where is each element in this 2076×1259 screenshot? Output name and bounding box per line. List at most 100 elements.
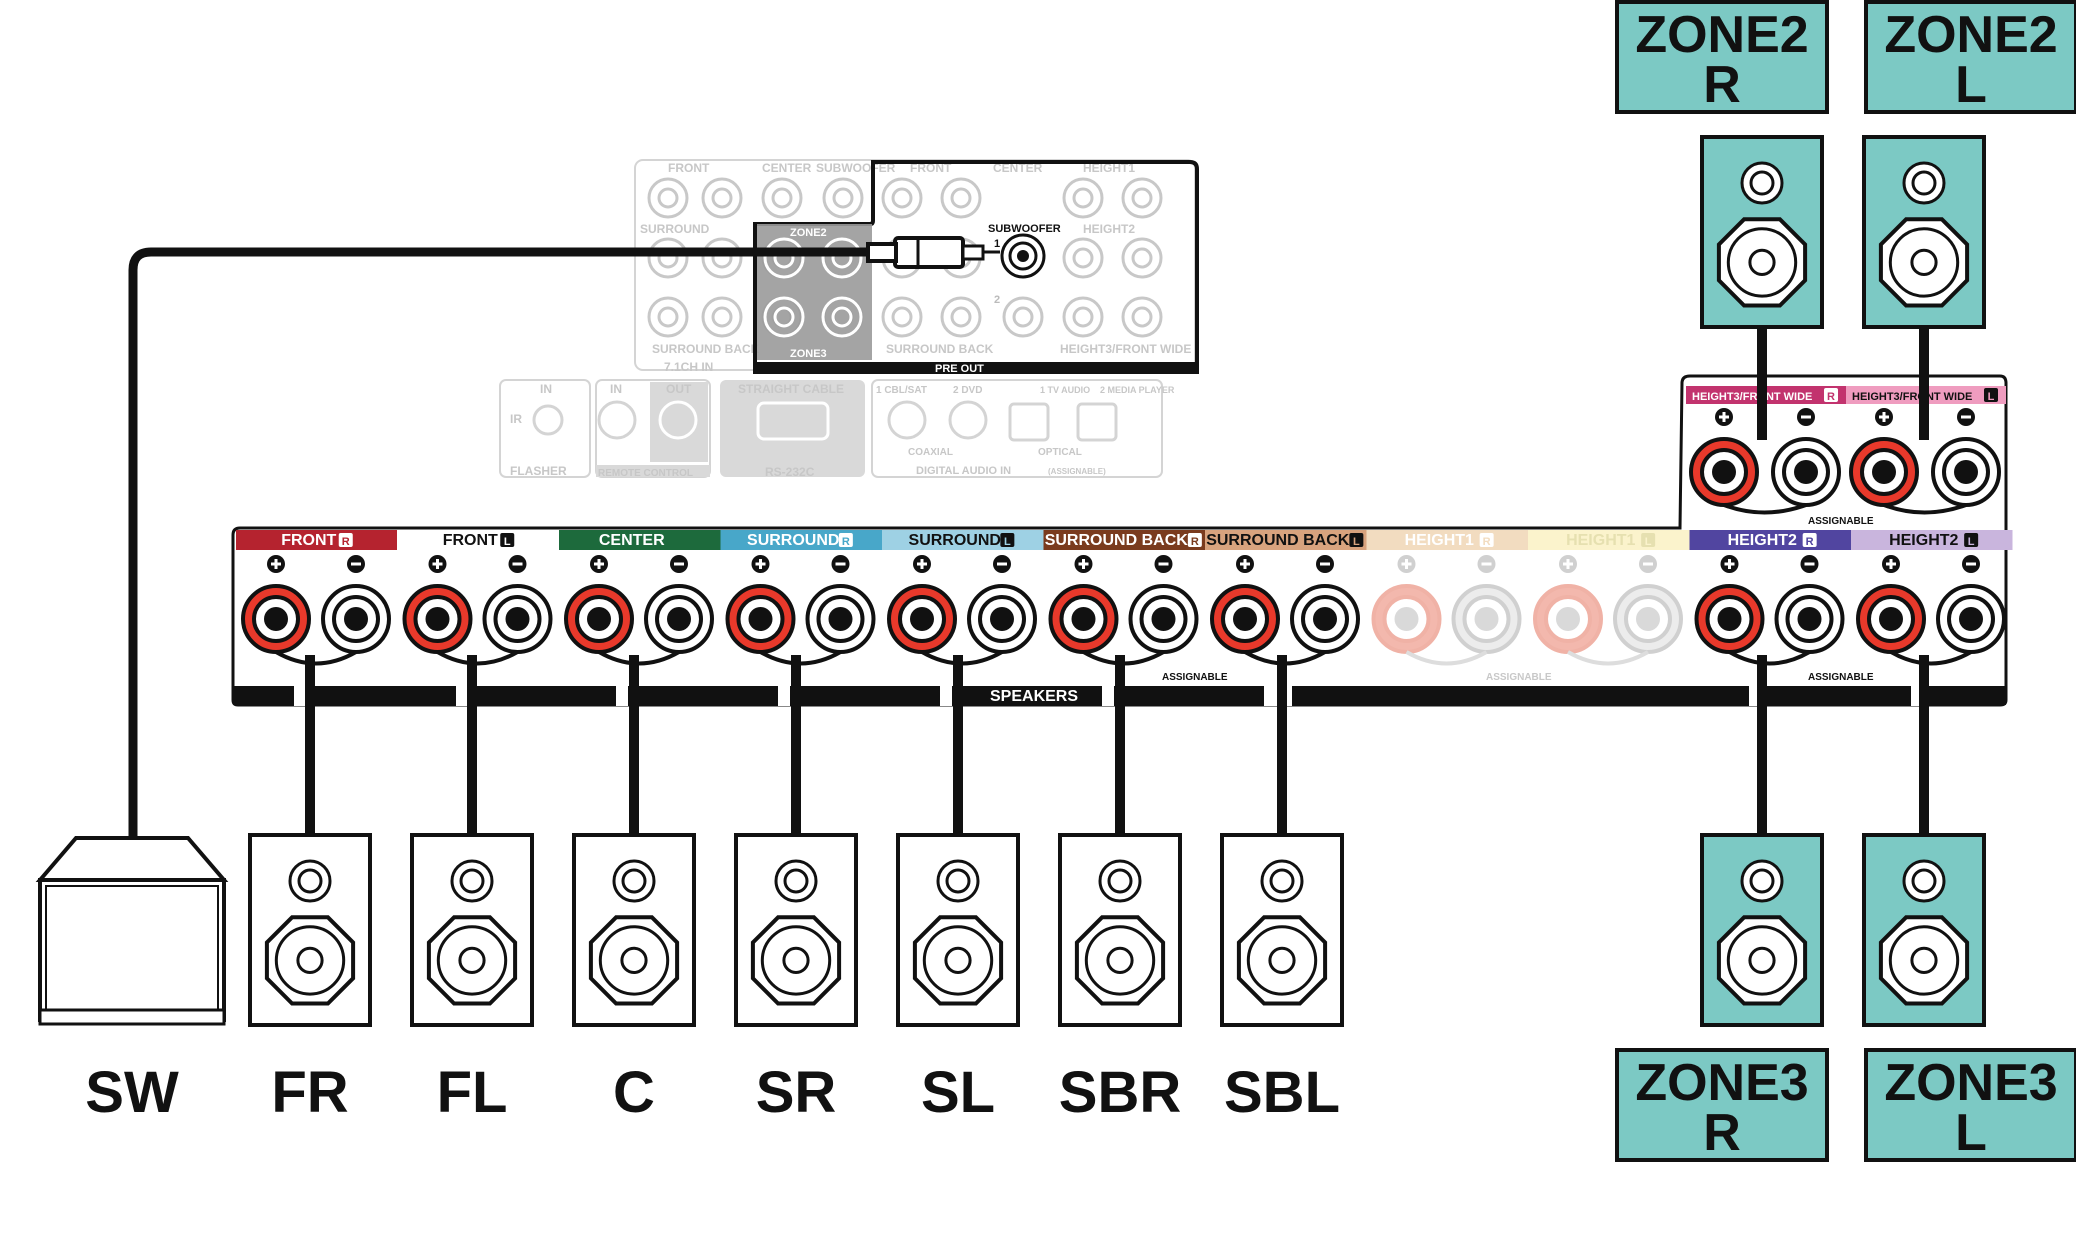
speaker-fr <box>248 833 372 1027</box>
faint-rca-jack-inner <box>832 187 854 209</box>
side-badge <box>500 533 515 547</box>
zone2-wire <box>1919 325 1929 440</box>
subwoofer-top <box>35 836 229 882</box>
positive-terminal[interactable] <box>1210 584 1280 654</box>
polarity-vbar <box>597 559 601 569</box>
faint-rca-jack <box>1002 296 1044 338</box>
side-badge <box>1802 533 1817 547</box>
terminal-core <box>1954 460 1978 484</box>
speaker-sbr <box>1058 833 1182 1027</box>
positive-terminal[interactable] <box>1856 584 1926 654</box>
faint-rca-jack <box>1121 237 1163 279</box>
positive-terminal[interactable] <box>1694 584 1765 654</box>
faint-coaxial-label: COAXIAL <box>908 447 953 458</box>
faint-rc-in-label: IN <box>610 382 622 396</box>
terminal-core <box>1797 607 1822 631</box>
terminal-bridge <box>1723 503 1807 515</box>
polarity-bar <box>1966 562 1976 566</box>
polarity-bar <box>1320 562 1330 566</box>
faint-rca-jack-inner <box>771 187 793 209</box>
side-badge <box>1964 533 1979 547</box>
positive-terminal[interactable] <box>1849 437 1919 507</box>
polarity-vbar <box>1243 559 1247 569</box>
positive-terminal[interactable] <box>725 584 796 654</box>
faint-dvd-label: 2 DVD <box>953 385 982 396</box>
polarity-bar <box>835 562 846 566</box>
terminal-core <box>505 607 530 631</box>
terminal-band <box>559 530 721 550</box>
terminal-band <box>1205 530 1367 550</box>
faint-rca-jack-inner <box>1131 247 1153 269</box>
zone-label-box <box>1615 0 1829 114</box>
positive-terminal[interactable] <box>1048 584 1119 654</box>
terminal-bridge <box>1728 650 1811 666</box>
speaker-c <box>572 833 696 1027</box>
faint-rs232c-label: RS-232C <box>765 465 815 479</box>
zone-preout-jacks <box>763 237 863 338</box>
terminal-bridge <box>1883 503 1967 515</box>
faint-rca-jack <box>701 177 743 219</box>
terminal-band-label: HEIGHT2 <box>1728 532 1797 549</box>
negative-terminal[interactable] <box>967 584 1037 654</box>
terminal-bridge <box>1405 650 1488 666</box>
negative-terminal[interactable] <box>1451 584 1522 654</box>
positive-terminal[interactable] <box>1689 437 1759 507</box>
positive-terminal[interactable] <box>1533 584 1603 654</box>
woofer-cap <box>1268 946 1296 974</box>
negative-terminal[interactable] <box>1936 584 2006 654</box>
zone-speaker-zone2-l <box>1862 135 1986 329</box>
negative-terminal[interactable] <box>1774 584 1845 654</box>
terminal-core <box>1474 607 1499 631</box>
positive-terminal[interactable] <box>402 584 473 654</box>
side-badge <box>838 533 853 547</box>
faint-rca-jack <box>881 296 923 338</box>
subwoofer-out-jack[interactable] <box>1000 233 1046 279</box>
negative-terminal[interactable] <box>1771 437 1841 507</box>
subwoofer-jack-number-2: 2 <box>994 294 1000 306</box>
negative-terminal[interactable] <box>1931 437 2001 507</box>
faint-straight-cable-label: STRAIGHT CABLE <box>738 382 844 396</box>
faint-rca-jack <box>647 177 689 219</box>
faint-rca-jack <box>1062 296 1104 338</box>
terminal-core <box>1233 607 1257 631</box>
preout-highlight-box: PRE OUT ZONE2 ZONE3 SUBWOOFER 1 2 <box>753 160 1199 375</box>
faint-rca-jack <box>647 237 689 279</box>
positive-terminal[interactable] <box>887 584 957 654</box>
polarity-vbar <box>1889 559 1893 569</box>
zone-label-box <box>1615 1048 1829 1162</box>
faint-remote-label: REMOTE CONTROL <box>598 468 693 479</box>
side-badge <box>1824 388 1838 402</box>
tweeter-inner <box>459 868 485 894</box>
woofer-cap <box>620 946 648 974</box>
terminal-core <box>990 607 1014 631</box>
negative-terminal[interactable] <box>644 584 714 654</box>
faint-assignable-paren: (ASSIGNABLE) <box>1048 467 1106 476</box>
negative-terminal[interactable] <box>1613 584 1683 654</box>
positive-terminal[interactable] <box>241 584 311 654</box>
bar-gap <box>294 684 306 706</box>
polarity-vbar <box>436 559 439 569</box>
zone-label-line2: L <box>1955 1104 1987 1162</box>
negative-terminal[interactable] <box>805 584 876 654</box>
terminal-core <box>1394 607 1419 631</box>
positive-terminal[interactable] <box>1371 584 1442 654</box>
polarity-vbar <box>1882 412 1886 422</box>
faint-rca-jack <box>940 177 982 219</box>
faint-height2-label: HEIGHT2 <box>1083 222 1135 236</box>
speaker-label-sbr: SBR <box>1059 1060 1181 1125</box>
terminal-core <box>344 607 368 631</box>
polarity-bar <box>1481 562 1492 566</box>
negative-terminal[interactable] <box>321 584 391 654</box>
negative-terminal[interactable] <box>482 584 553 654</box>
polarity-bar <box>1643 562 1653 566</box>
negative-terminal[interactable] <box>1290 584 1360 654</box>
polarity-vbar <box>759 559 762 569</box>
negative-terminal[interactable] <box>1128 584 1199 654</box>
faint-center-label: CENTER <box>762 161 812 175</box>
terminal-bridge <box>436 650 519 666</box>
subwoofer-jack-number-1: 1 <box>994 238 1000 250</box>
zone-label-line2: L <box>1955 56 1987 114</box>
positive-terminal[interactable] <box>564 584 634 654</box>
